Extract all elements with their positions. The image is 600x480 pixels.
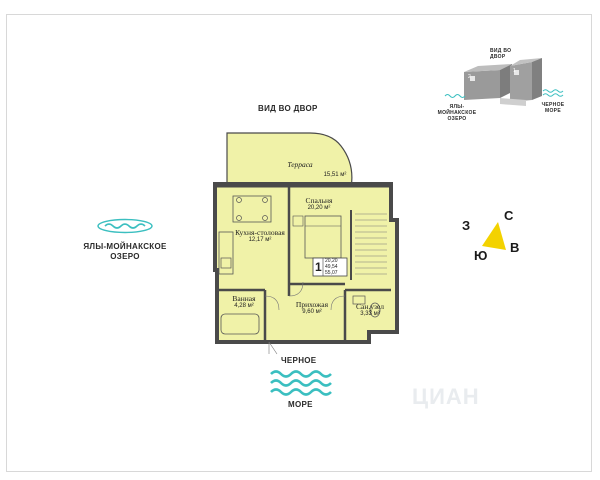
wc-area: 3,33 м² <box>360 311 380 318</box>
minimap-block-2: 2 <box>468 74 471 80</box>
minimap-sea-line1: ЧЕРНОЕ <box>541 102 565 108</box>
minimap-courtyard-line2: ДВОР <box>490 54 506 60</box>
wc-label: Сан.узел 3,33 м² <box>350 302 390 319</box>
lake-wave-icon <box>97 218 153 234</box>
floor-plan <box>213 132 399 355</box>
terrace-label: Терраса <box>270 160 330 169</box>
minimap-courtyard-line1: ВИД ВО <box>490 48 512 54</box>
area-summary-box <box>312 257 348 277</box>
compass-north: С <box>504 208 514 223</box>
minimap-lake-label: ЯЛЫ-МОЙНАКСКОЕ ОЗЕРО <box>432 104 482 122</box>
kitchen-name: Кухня-столовая <box>235 228 285 237</box>
terrace-area-label: 15,51 м² <box>323 172 347 178</box>
minimap: 2 1 ВИД ВО ДВОР ЯЛЫ-МОЙНАКСКОЕ ОЗЕРО ЧЕР… <box>430 40 590 130</box>
wc-name: Сан.узел <box>355 302 384 311</box>
hall-name: Прихожая <box>295 300 329 309</box>
minimap-lake-line1: ЯЛЫ-МОЙНАКСКОЕ <box>437 104 477 116</box>
total-area-value: 49,54 <box>325 264 338 270</box>
compass-west: З <box>462 218 471 233</box>
compass: С В Ю З <box>454 206 528 268</box>
hall-label: Прихожая 9,60 м² <box>290 300 334 317</box>
lake-label-line2: ОЗЕРО <box>110 252 140 261</box>
outer-walls <box>213 182 399 344</box>
minimap-sea-line2: МОРЕ <box>545 108 561 114</box>
compass-east: В <box>510 240 520 255</box>
terrace-name: Терраса <box>287 160 313 169</box>
minimap-sea-wave-icon <box>542 89 564 97</box>
sea-label-line2: МОРЕ <box>288 400 313 409</box>
bedroom-name: Спальня <box>305 196 333 205</box>
area-values: 20,20 49,54 55,07 <box>325 258 338 276</box>
courtyard-view-label: ВИД ВО ДВОР <box>258 104 318 113</box>
bedroom-area: 20,20 м² <box>307 205 331 212</box>
hall-area: 9,60 м² <box>302 309 322 316</box>
compass-south: Ю <box>474 248 488 263</box>
page-frame <box>6 14 592 472</box>
kitchen-area: 12,17 м² <box>248 237 272 244</box>
compass-arrow-icon <box>482 222 506 250</box>
sea-wave-icon <box>270 370 332 396</box>
minimap-lake-line2: ОЗЕРО <box>447 116 467 122</box>
watermark-logo: ЦИАН <box>412 384 480 409</box>
bathroom-label: Ванная 4,28 м² <box>224 294 264 311</box>
minimap-sea-label: ЧЕРНОЕ МОРЕ <box>538 102 568 114</box>
living-area-value: 20,20 <box>325 258 338 264</box>
rooms-count: 1 <box>315 260 322 274</box>
kitchen-label: Кухня-столовая 12,17 м² <box>230 228 290 245</box>
total-with-terrace-value: 55,07 <box>325 270 338 276</box>
bathroom-area: 4,28 м² <box>234 303 254 310</box>
bedroom-label: Спальня 20,20 м² <box>296 196 342 213</box>
minimap-buildings <box>464 58 542 106</box>
minimap-courtyard-label: ВИД ВО ДВОР <box>490 48 511 60</box>
lake-label: ЯЛЫ-МОЙНАКСКОЕ ОЗЕРО <box>80 242 170 262</box>
minimap-lake-wave-icon <box>444 94 466 98</box>
sea-label-line1: ЧЕРНОЕ <box>281 356 317 365</box>
lake-label-line1: ЯЛЫ-МОЙНАКСКОЕ <box>83 242 167 251</box>
minimap-block-1: 1 <box>513 68 516 74</box>
bathroom-name: Ванная <box>232 294 256 303</box>
